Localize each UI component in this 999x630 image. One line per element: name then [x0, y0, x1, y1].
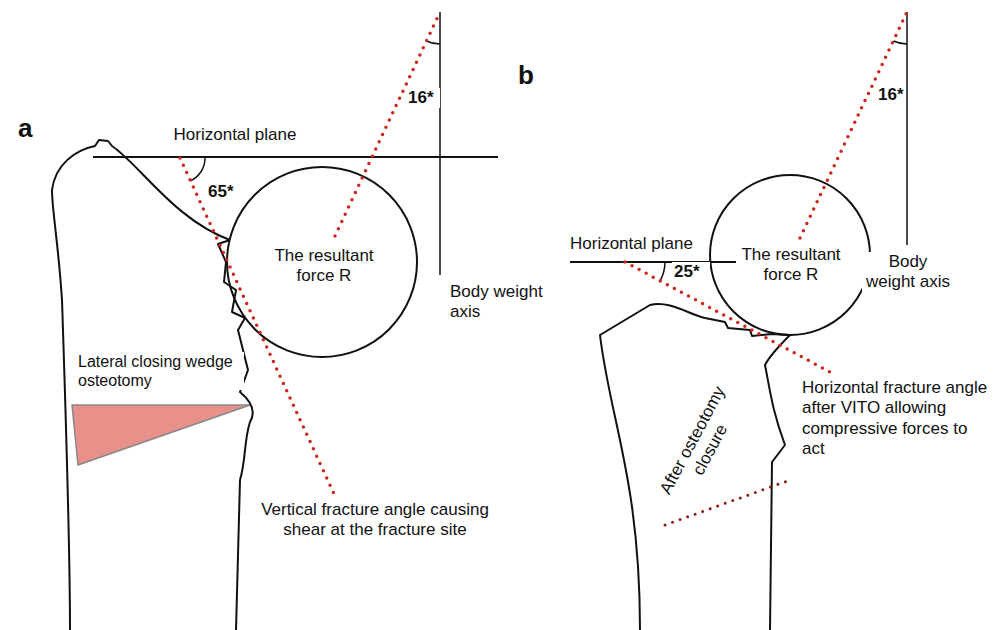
osteotomy-label: After osteotomy closure: [642, 356, 763, 534]
force-label: The resultant force R: [268, 246, 380, 287]
femoral-head: [710, 175, 870, 335]
body-weight-axis-line: [906, 12, 908, 245]
plane-label: Horizontal plane: [568, 234, 708, 254]
plane-label: Horizontal plane: [160, 125, 310, 145]
angle-arc: [190, 158, 205, 181]
panel-letter: a: [16, 113, 48, 144]
fracture-note: Vertical fracture angle causing shear at…: [250, 500, 500, 541]
resultant-force-line: [800, 12, 907, 238]
angle-value: 16*: [406, 88, 440, 108]
panel-letter: b: [516, 60, 548, 91]
angle-arc: [426, 41, 440, 44]
angle-value: 25*: [672, 262, 710, 282]
angle-arc: [894, 41, 908, 44]
horizontal-plane-line: [93, 156, 498, 158]
resultant-force-line: [335, 12, 440, 236]
axis-label: Body weight axis: [862, 252, 954, 293]
axis-label: Body weight axis: [448, 282, 548, 323]
force-label: The resultant force R: [736, 245, 846, 286]
fracture-note: Horizontal fracture angle after VITO all…: [800, 378, 990, 460]
fracture-angle-line: [180, 158, 335, 496]
fracture-line: [705, 318, 790, 336]
angle-value: 16*: [876, 85, 906, 105]
panel-b-drawing: [570, 12, 907, 630]
angle-value: 65*: [206, 182, 246, 202]
angle-arc: [660, 262, 665, 281]
osteotomy-wedge: [72, 405, 250, 465]
femoral-head: [227, 167, 417, 357]
osteotomy-label: Lateral closing wedge osteotomy: [76, 352, 244, 390]
body-weight-axis-line: [439, 12, 441, 275]
